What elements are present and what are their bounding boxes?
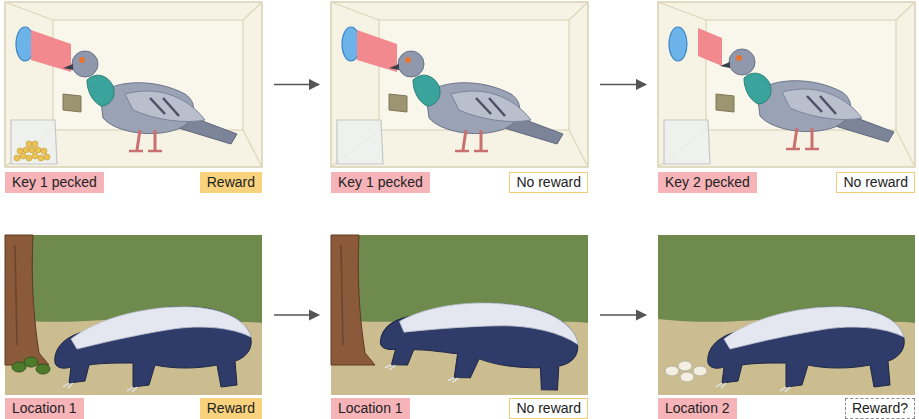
condition-tag: Key 1 pecked bbox=[5, 172, 104, 193]
panel-area bbox=[331, 235, 588, 398]
sequence-arrow bbox=[600, 84, 646, 86]
outcome-tag: No reward bbox=[509, 172, 588, 193]
tag-row: Location 1 No reward bbox=[331, 398, 588, 419]
tag-row: Key 1 pecked No reward bbox=[331, 172, 588, 193]
condition-tag: Location 1 bbox=[331, 398, 410, 419]
panel-area bbox=[5, 2, 262, 172]
sequence-arrow bbox=[274, 314, 319, 316]
pigeon-chamber bbox=[658, 2, 915, 167]
outcome-tag: No reward bbox=[836, 172, 915, 193]
condition-tag: Key 2 pecked bbox=[658, 172, 757, 193]
outcome-tag: Reward? bbox=[845, 398, 915, 419]
pigeon-chamber bbox=[331, 2, 588, 167]
outcome-tag: Reward bbox=[200, 172, 262, 193]
panel: Key 1 pecked Reward bbox=[5, 2, 262, 193]
panel-area bbox=[5, 235, 262, 398]
panel-area bbox=[658, 235, 915, 398]
tag-row: Key 2 pecked No reward bbox=[658, 172, 915, 193]
foraging-scene bbox=[658, 235, 915, 395]
panel: Key 2 pecked No reward bbox=[658, 2, 915, 193]
tag-row: Location 2 Reward? bbox=[658, 398, 915, 419]
sequence-arrow bbox=[274, 84, 319, 86]
foraging-scene bbox=[5, 235, 262, 395]
tag-row: Key 1 pecked Reward bbox=[5, 172, 262, 193]
condition-tag: Key 1 pecked bbox=[331, 172, 430, 193]
outcome-tag: No reward bbox=[509, 398, 588, 419]
panel-area bbox=[658, 2, 915, 172]
pigeon-chamber bbox=[5, 2, 262, 167]
foraging-scene bbox=[331, 235, 588, 399]
panel: Location 1 No reward bbox=[331, 235, 588, 419]
condition-tag: Location 2 bbox=[658, 398, 737, 419]
panel-area bbox=[331, 2, 588, 172]
panel: Location 1 Reward bbox=[5, 235, 262, 419]
condition-tag: Location 1 bbox=[5, 398, 84, 419]
panel: Location 2 Reward? bbox=[658, 235, 915, 419]
outcome-tag: Reward bbox=[200, 398, 262, 419]
sequence-arrow bbox=[600, 314, 646, 316]
panel: Key 1 pecked No reward bbox=[331, 2, 588, 193]
tag-row: Location 1 Reward bbox=[5, 398, 262, 419]
